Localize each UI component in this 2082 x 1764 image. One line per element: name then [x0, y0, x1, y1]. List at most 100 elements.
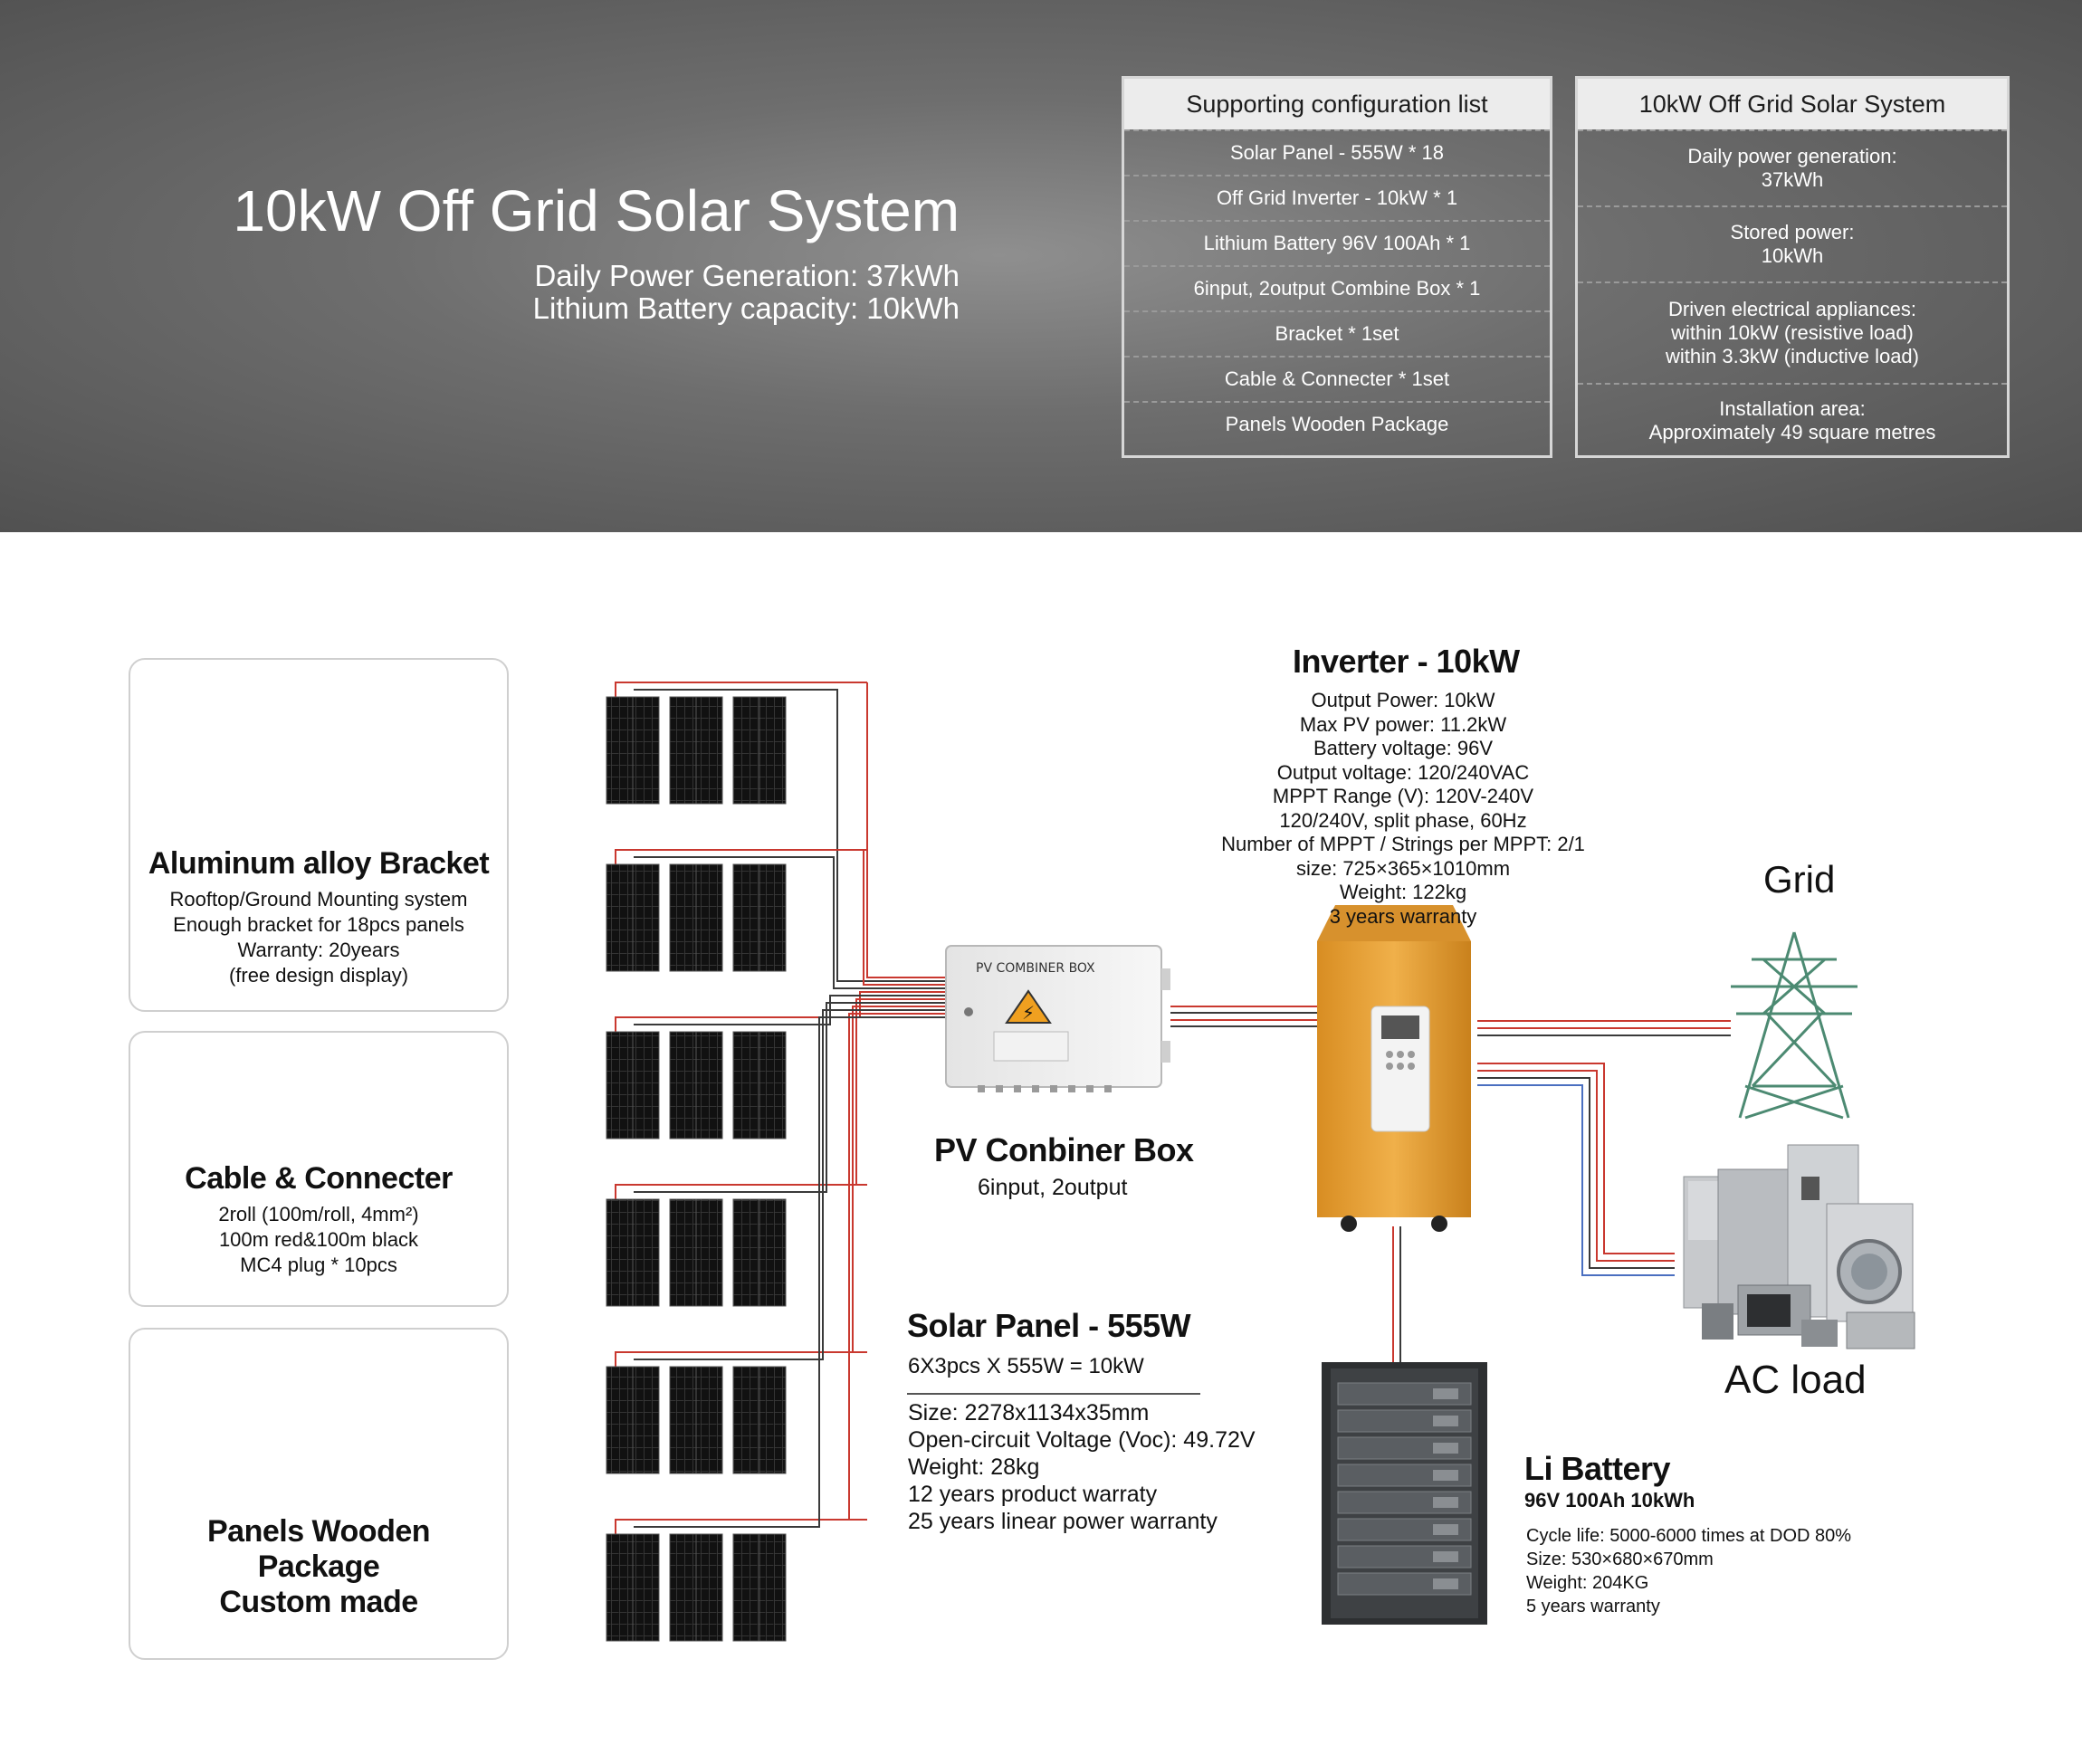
string-positive-wire [615, 1519, 867, 1534]
system-summary-table: 10kW Off Grid Solar System Daily power g… [1575, 76, 2010, 458]
transmission-tower-icon [1731, 931, 1858, 1120]
battery-spec-list: Cycle life: 5000-6000 times at DOD 80% S… [1526, 1524, 1851, 1618]
solar-panel [732, 1366, 787, 1474]
solar-panel [606, 1031, 660, 1139]
package-card-title-line: Panels Wooden [206, 1514, 431, 1549]
hero-daily-generation: Daily Power Generation: 37kWh [534, 259, 960, 292]
config-row: Panels Wooden Package [1124, 401, 1550, 446]
string-to-combiner-wire [797, 856, 946, 989]
combiner-box-label: PV COMBINER BOX [976, 961, 1095, 976]
solar-panel [669, 1198, 723, 1307]
system-summary-header: 10kW Off Grid Solar System [1578, 79, 2007, 129]
inverter-spec: Number of MPPT / Strings per MPPT: 2/1 [1221, 833, 1585, 855]
svg-text:⚡: ⚡ [1022, 1002, 1035, 1024]
package-card-title-line: Custom made [219, 1585, 418, 1619]
battery-spec: Cycle life: 5000-6000 times at DOD 80% [1526, 1526, 1852, 1546]
combiner-to-inverter-wires [1170, 1006, 1317, 1027]
solar-panel [732, 1198, 787, 1307]
string-to-combiner-wire [797, 1016, 946, 1528]
solar-panel-spec: 12 years product warraty [908, 1482, 1158, 1507]
inverter-spec: 3 years warranty [1329, 904, 1477, 928]
solar-panel-spec: 25 years linear power warranty [908, 1509, 1218, 1534]
string-to-combiner-wire [797, 1002, 946, 1193]
solar-panel-spec: Weight: 28kg [908, 1454, 1040, 1480]
solar-panel [606, 1198, 660, 1307]
configuration-list-table: Supporting configuration list Solar Pane… [1122, 76, 1552, 458]
solar-panel [732, 863, 787, 972]
battery-spec: Weight: 204KG [1526, 1573, 1649, 1593]
solar-panel [669, 1366, 723, 1474]
solar-panel [669, 863, 723, 972]
battery-module [1337, 1545, 1472, 1569]
summary-label: Installation area: [1719, 397, 1866, 420]
bracket-card-line: (free design display) [228, 964, 409, 987]
inverter-spec: size: 725×365×1010mm [1295, 856, 1511, 880]
string-positive-wire [615, 1184, 867, 1199]
combiner-subtitle: 6input, 2output [978, 1175, 1128, 1200]
summary-row-area: Installation area: Approximately 49 squa… [1578, 383, 2007, 457]
string-to-combiner-wire [863, 849, 946, 986]
solar-panel [606, 1533, 660, 1642]
string-to-combiner-wire [797, 689, 946, 982]
string-positive-wire [615, 849, 867, 864]
solar-panel-spec-list: Size: 2278x1134x35mm Open-circuit Voltag… [908, 1399, 1256, 1535]
solar-panel [669, 696, 723, 805]
combiner-box-image: ⚡ [945, 945, 1170, 1092]
inverter-spec: Output Power: 10kW [1311, 689, 1495, 711]
inverter-spec: Output voltage: 120/240VAC [1276, 760, 1530, 784]
string-to-combiner-wire [848, 1013, 946, 1521]
inverter-spec: Weight: 122kg [1339, 881, 1467, 903]
solar-panel-spec: Size: 2278x1134x35mm [908, 1400, 1150, 1426]
hero-title: 10kW Off Grid Solar System [233, 178, 960, 243]
grid-label: Grid [1763, 858, 1836, 901]
hero-banner: 10kW Off Grid Solar System Daily Power G… [0, 0, 2082, 532]
battery-spec: 5 years warranty [1526, 1597, 1660, 1616]
inverter-spec: MPPT Range (V): 120V-240V [1272, 785, 1534, 807]
solar-panel [606, 863, 660, 972]
battery-module [1337, 1409, 1472, 1433]
cable-card-title: Cable & Connecter [185, 1161, 453, 1196]
inverter-spec: Max PV power: 11.2kW [1299, 712, 1507, 736]
battery-rack-image [1322, 1362, 1487, 1625]
battery-subtitle: 96V 100Ah 10kWh [1524, 1489, 1695, 1511]
package-card: Panels Wooden Package Custom made [129, 1328, 509, 1660]
solar-panel-title: Solar Panel - 555W [907, 1307, 1191, 1344]
hero-battery-capacity: Lithium Battery capacity: 10kWh [532, 291, 960, 325]
solar-panel [669, 1533, 723, 1642]
inverter-to-grid-wires [1477, 1020, 1731, 1036]
summary-value: within 3.3kW (inductive load) [1665, 345, 1919, 367]
summary-row-appliances: Driven electrical appliances: within 10k… [1578, 281, 2007, 383]
bracket-card-line: Warranty: 20years [237, 939, 400, 961]
summary-value: 37kWh [1761, 168, 1824, 191]
string-to-combiner-wire [855, 998, 946, 1186]
summary-label: Daily power generation: [1687, 145, 1897, 167]
configuration-list-header: Supporting configuration list [1124, 79, 1550, 129]
string-positive-wire [615, 1016, 867, 1032]
summary-row-stored: Stored power: 10kWh [1578, 205, 2007, 281]
summary-value: Approximately 49 square metres [1648, 421, 1936, 443]
solar-panel [732, 696, 787, 805]
solar-panel-formula: 6X3pcs X 555W = 10kW [908, 1354, 1144, 1378]
battery-module [1337, 1464, 1472, 1487]
string-to-combiner-wire [797, 1009, 946, 1360]
config-row: 6input, 2output Combine Box * 1 [1124, 265, 1550, 310]
bracket-card: Aluminum alloy Bracket Rooftop/Ground Mo… [129, 658, 509, 1012]
solar-panel [669, 1031, 723, 1139]
inverter-spec: 120/240V, split phase, 60Hz [1279, 808, 1527, 832]
config-row: Cable & Connecter * 1set [1124, 356, 1550, 401]
config-row: Solar Panel - 555W * 18 [1124, 129, 1550, 175]
inverter-title: Inverter - 10kW [1293, 643, 1520, 680]
panel-string-wires [615, 682, 946, 1534]
combiner-title: PV Conbiner Box [934, 1131, 1194, 1168]
string-positive-wire [615, 1351, 867, 1367]
bracket-card-title: Aluminum alloy Bracket [148, 846, 490, 881]
bracket-card-line: Enough bracket for 18pcs panels [173, 913, 464, 936]
inverter-to-acload-wires [1477, 1063, 1675, 1276]
solar-panel [732, 1031, 787, 1139]
cable-card: Cable & Connecter 2roll (100m/roll, 4mm²… [129, 1031, 509, 1307]
battery-module [1337, 1518, 1472, 1541]
inverter-spec: Battery voltage: 96V [1313, 737, 1494, 759]
inverter-spec-list: Output Power: 10kW Max PV power: 11.2kW … [1177, 689, 1629, 929]
ac-load-label: AC load [1724, 1358, 1867, 1402]
summary-label: Stored power: [1730, 221, 1855, 243]
